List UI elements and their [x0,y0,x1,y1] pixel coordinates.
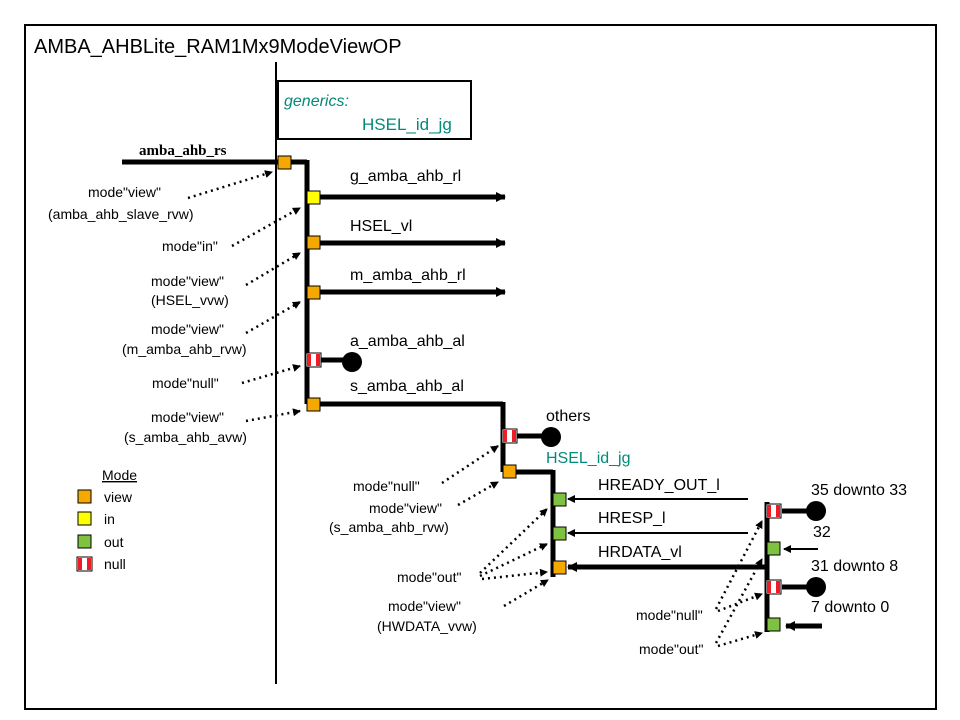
annotation-c2: mode"out" [639,641,703,657]
port-null-r35 [765,503,782,519]
annotation-a3b: (HSEL_vvw) [151,292,229,308]
port-view-s [306,397,321,412]
annotation-b4: mode"view" [388,598,461,614]
annotation-b3: mode"out" [397,569,461,585]
port-null-r31 [765,579,782,595]
annotation-a4: mode"view" [151,321,224,337]
r32-label: 32 [813,524,831,541]
diagram-title: AMBA_AHBLite_RAM1Mx9ModeViewOP [34,36,402,58]
legend-label-out: out [104,534,124,550]
port-out-hready [552,492,567,507]
a-al-terminator [342,352,362,372]
legend-title: Mode [102,467,137,483]
annotation-b4b: (HWDATA_vvw) [377,618,477,634]
annotation-b1: mode"null" [353,478,420,494]
annotation-a6: mode"view" [151,409,224,425]
annotation-a3: mode"view" [151,273,224,289]
annotation-a1: mode"view" [88,184,161,200]
port-view-hsel [306,235,321,250]
port-out-hresp [552,526,567,541]
port-view-input [277,155,292,170]
annotation-a1b: (amba_ahb_slave_rvw) [48,206,194,222]
generics-label: generics: [284,93,349,110]
port-null-others [501,428,518,444]
annotation-pointers [187,170,764,648]
r35-terminator [806,501,826,521]
s-al-label: s_amba_ahb_al [350,378,464,395]
legend-label-null: null [104,556,126,572]
port-out-r7 [766,617,781,632]
hrdata-label: HRDATA_vl [598,544,682,561]
annotation-a6b: (s_amba_ahb_avw) [124,429,247,445]
annotation-c1: mode"null" [636,607,703,623]
r7-label: 7 downto 0 [811,599,889,616]
others-terminator [541,427,561,447]
generics-name: HSEL_id_jg [362,115,452,134]
generics-box [277,80,472,140]
a-al-label: a_amba_ahb_al [350,333,465,350]
annotation-a4b: (m_amba_ahb_rvw) [122,341,247,357]
port-in-g-rl [306,190,321,205]
input-record-label: amba_ahb_rs [139,143,227,159]
port-view-m [306,285,321,300]
annotation-b2: mode"view" [369,500,442,516]
r31-label: 31 downto 8 [811,558,898,575]
annotation-a5: mode"null" [152,375,219,391]
legend-swatch-view [77,489,92,504]
port-out-r32 [766,541,781,556]
port-view-s-rvw [502,464,517,479]
legend: Mode view in out null [76,467,137,572]
port-view-hwdata [552,560,567,575]
r35-label: 35 downto 33 [811,482,907,499]
hsel-id-label: HSEL_id_jg [546,450,631,467]
legend-label-view: view [104,489,133,505]
g-rl-label: g_amba_ahb_rl [350,168,461,185]
port-null-a [305,352,322,368]
legend-label-in: in [104,511,115,527]
diagram-frame [24,24,937,710]
hsel-vl-label: HSEL_vl [350,218,412,235]
r31-terminator [806,577,826,597]
annotation-a2: mode"in" [162,238,218,254]
legend-swatch-in [77,511,92,526]
others-label: others [546,408,590,425]
legend-swatch-null [76,556,93,572]
hready-label: HREADY_OUT_l [598,477,720,494]
legend-swatch-out [77,534,92,549]
annotation-b2b: (s_amba_ahb_rvw) [329,519,449,535]
m-rl-label: m_amba_ahb_rl [350,267,466,284]
hresp-label: HRESP_l [598,510,666,527]
